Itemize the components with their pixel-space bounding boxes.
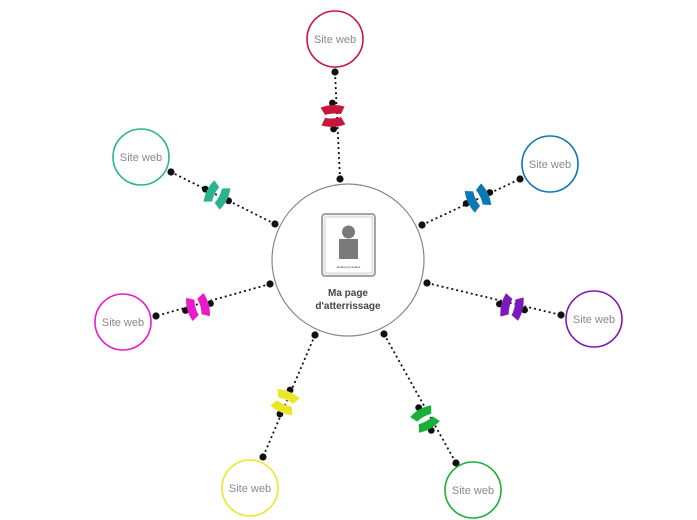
dotted-connector-line [426, 282, 562, 316]
connector-dot [330, 125, 337, 133]
site-circle [221, 459, 279, 517]
bowtie-link-icon [270, 389, 300, 415]
link-1 [320, 68, 346, 183]
user-photo-icon [339, 225, 358, 259]
site-label: Site web [229, 483, 271, 495]
bowtie-link-icon [320, 104, 346, 128]
endpoint-dot [167, 168, 175, 176]
dotted-connector-line [383, 333, 457, 464]
endpoint-dot [331, 68, 339, 76]
endpoint-dot [152, 312, 160, 320]
site-node-7[interactable]: Site web [112, 128, 170, 186]
center-node[interactable]: landing by Aralius Ma page d'atterrissag… [271, 183, 425, 337]
endpoint-dot [452, 459, 460, 467]
dotted-connector-line [421, 178, 521, 226]
site-circle [444, 461, 502, 519]
endpoint-dot [311, 331, 319, 339]
site-node-3[interactable]: Site web [565, 290, 623, 348]
thumbnail-logo-text: landing by Aralius [337, 265, 361, 269]
site-label: Site web [314, 34, 356, 46]
site-node-4[interactable]: Site web [444, 461, 502, 519]
site-node-6[interactable]: Site web [94, 293, 152, 351]
endpoint-dot [266, 280, 274, 288]
link-7 [167, 168, 279, 228]
site-circle [112, 128, 170, 186]
link-3 [423, 279, 565, 321]
bowtie-link-icon [500, 293, 524, 321]
link-4 [380, 330, 460, 467]
endpoint-dot [423, 279, 431, 287]
dotted-connector-line [170, 171, 276, 225]
links-layer [152, 68, 565, 467]
dotted-connector-line [155, 283, 271, 317]
bowtie-link-icon [410, 405, 440, 433]
link-6 [152, 280, 274, 321]
endpoint-dot [516, 175, 524, 183]
endpoint-dot [557, 311, 565, 319]
site-circle [306, 10, 364, 68]
endpoint-dot [271, 220, 279, 228]
endpoint-dot [259, 453, 267, 461]
link-2 [418, 175, 524, 229]
site-label: Site web [573, 314, 615, 326]
site-label: Site web [102, 317, 144, 329]
site-circle [94, 293, 152, 351]
site-node-1[interactable]: Site web [306, 10, 364, 68]
bowtie-link-icon [464, 183, 492, 213]
site-node-5[interactable]: Site web [221, 459, 279, 517]
site-label: Site web [529, 159, 571, 171]
landing-page-thumbnail: landing by Aralius [321, 213, 376, 277]
bowtie-link-icon [203, 180, 231, 210]
bowtie-link-icon [186, 293, 210, 321]
site-label: Site web [120, 152, 162, 164]
site-node-2[interactable]: Site web [521, 135, 579, 193]
site-circle [565, 290, 623, 348]
site-label: Site web [452, 485, 494, 497]
site-circle [521, 135, 579, 193]
center-title-line-1: Ma page [328, 288, 368, 299]
endpoint-dot [336, 175, 344, 183]
link-5 [259, 331, 319, 461]
connector-dot [329, 99, 336, 107]
endpoint-dot [418, 221, 426, 229]
endpoint-dot [380, 330, 388, 338]
center-title-line-2: d'atterrissage [315, 301, 381, 312]
